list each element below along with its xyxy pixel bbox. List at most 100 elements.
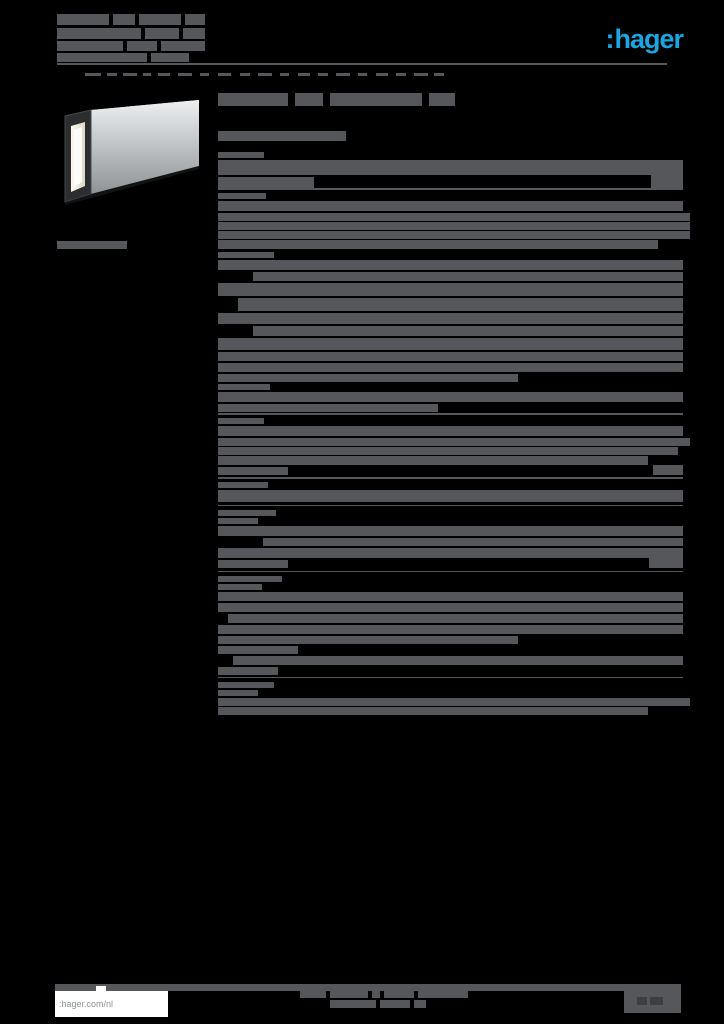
- greeked-spec-text-bar: [218, 467, 288, 475]
- logo-colon-mark: :: [605, 24, 614, 54]
- greeked-spec-text-bar: [218, 482, 268, 488]
- box-base-shadow: [65, 166, 199, 205]
- greeked-spec-text-bar: [218, 707, 648, 715]
- greeked-spec-text-bar: [218, 313, 683, 324]
- greeked-spec-text-bar: [218, 603, 683, 612]
- greeked-header-text-bar: [57, 28, 141, 39]
- greeked-spec-text-bar: [218, 93, 288, 106]
- greeked-spec-text-bar: [238, 298, 683, 311]
- greeked-spec-text-bar: [228, 614, 683, 623]
- greeked-spec-text-bar: [218, 438, 690, 446]
- greeked-spec-text-bar: [218, 576, 282, 582]
- greeked-header-text-bar: [113, 14, 135, 25]
- greeked-footer-text-bar: [414, 1000, 426, 1008]
- greeked-tick-bar: [318, 73, 328, 76]
- hager-brand-logo: :hager: [591, 24, 684, 56]
- greeked-tick-bar: [240, 73, 250, 76]
- greeked-tick-bar: [158, 73, 170, 76]
- greeked-footer-text-bar: [380, 1000, 410, 1008]
- greeked-header-text-bar: [183, 28, 205, 39]
- greeked-spec-text-bar: [218, 352, 683, 361]
- greeked-spec-text-bar: [218, 131, 346, 141]
- footer-site-box: :hager.com/nl: [55, 986, 168, 1017]
- greeked-footer-text-bar: [418, 989, 468, 998]
- greeked-tick-bar: [396, 73, 406, 76]
- greeked-spec-text-bar: [218, 548, 683, 558]
- greeked-tick-bar: [258, 73, 272, 76]
- greeked-spec-text-bar: [295, 93, 323, 106]
- box-light-strip-core: [74, 127, 82, 187]
- greeked-spec-text-bar: [218, 447, 678, 455]
- greeked-spec-text-bar: [218, 177, 314, 188]
- greeked-footer-text-bar: [330, 1000, 376, 1008]
- greeked-spec-text-bar: [233, 656, 683, 665]
- footer-site-box-tab: [96, 986, 106, 992]
- greeked-header-text-bar: [139, 14, 181, 25]
- greeked-spec-text-bar: [218, 646, 298, 654]
- greeked-spec-text-bar: [651, 174, 683, 188]
- greeked-spec-text-bar: [218, 193, 266, 199]
- greeked-spec-text-bar: [218, 426, 683, 436]
- greeked-spec-text-bar: [218, 222, 690, 230]
- greeked-spec-text-bar: [218, 592, 683, 601]
- greeked-header-text-bar: [151, 53, 189, 62]
- greeked-tick-bar: [336, 73, 350, 76]
- greeked-tick-bar: [107, 73, 117, 76]
- greeked-spec-text-bar: [218, 698, 690, 706]
- greeked-footer-text-bar: [384, 989, 414, 998]
- greeked-spec-text-bar: [253, 272, 683, 281]
- greeked-tick-bar: [414, 73, 428, 76]
- greeked-spec-text-bar: [653, 465, 683, 475]
- greeked-spec-text-bar: [218, 160, 683, 175]
- greeked-tick-bar: [376, 73, 388, 76]
- greeked-spec-text-bar: [218, 213, 690, 221]
- greeked-spec-text-bar: [218, 384, 270, 390]
- greeked-spec-text-bar: [218, 560, 288, 568]
- greeked-spec-text-bar: [429, 93, 455, 106]
- greeked-spec-text-bar: [218, 518, 258, 524]
- product-photo: [57, 88, 207, 246]
- greeked-tick-bar: [143, 73, 151, 76]
- greeked-header-text-bar: [145, 28, 179, 39]
- greeked-spec-text-bar: [218, 231, 690, 239]
- greeked-spec-text-bar: [218, 363, 683, 372]
- greeked-header-text-bar: [57, 41, 123, 51]
- greeked-spec-text-bar: [218, 490, 683, 502]
- greeked-tick-bar: [280, 73, 289, 76]
- greeked-spec-text-bar: [218, 526, 683, 536]
- greeked-header-text-bar: [127, 41, 157, 51]
- greeked-footer-text-bar: [300, 989, 326, 998]
- greeked-image-caption-bar: [57, 241, 127, 249]
- greeked-spec-text-bar: [218, 283, 683, 296]
- spec-section-divider: [218, 677, 683, 678]
- greeked-spec-text-bar: [218, 636, 518, 644]
- greeked-tick-bar: [85, 73, 101, 76]
- greeked-tick-bar: [218, 73, 231, 76]
- greeked-spec-text-bar: [218, 690, 258, 696]
- greeked-footer-text-bar: [372, 989, 380, 998]
- greeked-header-text-bar: [185, 14, 205, 25]
- greeked-spec-text-bar: [253, 326, 683, 336]
- hager-website-link[interactable]: :hager.com/nl: [59, 999, 114, 1009]
- greeked-spec-text-bar: [263, 538, 683, 546]
- logo-wordmark: hager: [614, 24, 684, 54]
- greeked-spec-text-bar: [218, 667, 278, 675]
- greeked-tick-bar: [298, 73, 310, 76]
- greeked-header-text-bar: [57, 53, 147, 62]
- spec-section-divider: [218, 505, 683, 506]
- greeked-spec-text-bar: [218, 682, 274, 688]
- greeked-footer-text-bar: [330, 989, 368, 998]
- greeked-tick-bar: [178, 73, 192, 76]
- product-box-illustration: [64, 100, 199, 205]
- greeked-spec-text-bar: [218, 252, 274, 258]
- spec-section-divider: [218, 571, 683, 572]
- greeked-tick-bar: [358, 73, 367, 76]
- greeked-spec-text-bar: [218, 510, 276, 516]
- greeked-spec-text-bar: [218, 625, 683, 634]
- greeked-page-number-mark: [650, 997, 663, 1005]
- box-side-face: [91, 100, 199, 194]
- greeked-header-text-bar: [57, 14, 109, 25]
- greeked-spec-text-bar: [649, 558, 683, 568]
- footer-divider: [55, 984, 624, 991]
